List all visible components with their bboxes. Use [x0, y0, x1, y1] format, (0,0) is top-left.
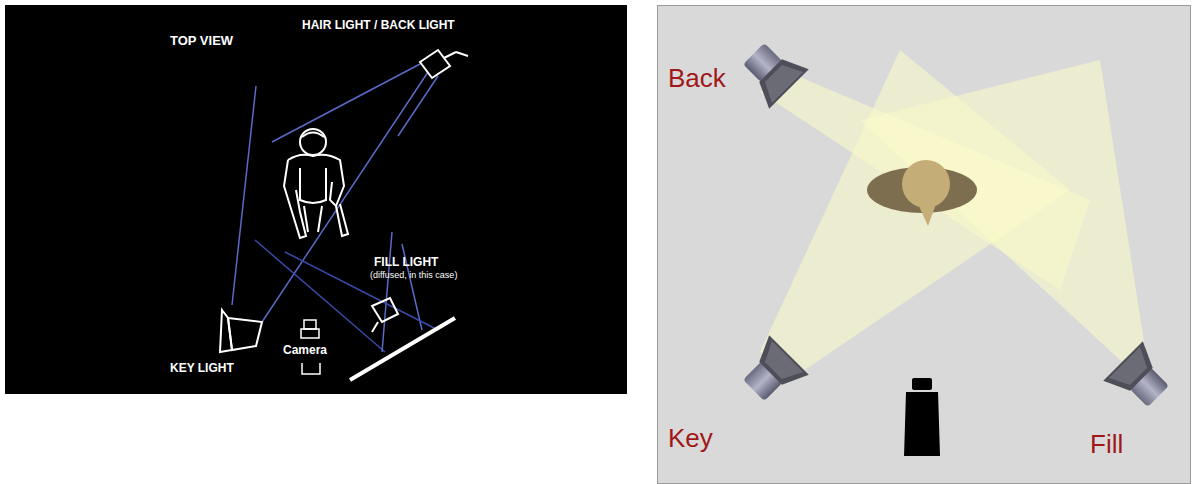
light-label: Fill — [1090, 430, 1123, 459]
head-figure — [867, 160, 977, 226]
light-cones — [760, 50, 1150, 380]
light-label: HAIR LIGHT / BACK LIGHT — [302, 19, 455, 32]
person-figure — [284, 129, 348, 238]
fill-light-symbol — [350, 298, 455, 380]
right-panel — [658, 6, 1191, 484]
light-label: FILL LIGHT — [374, 256, 438, 269]
fill-lamp — [1103, 341, 1178, 416]
light-label: KEY LIGHT — [170, 362, 234, 375]
back-lamp — [734, 34, 809, 109]
light-beams — [232, 64, 438, 352]
left-panel — [5, 5, 627, 394]
note-label: (diffused, in this case) — [370, 271, 457, 281]
key-light-symbol — [220, 310, 262, 352]
camera-label: Camera — [283, 344, 327, 357]
light-label: Back — [668, 64, 726, 93]
camera-silhouette — [904, 378, 940, 456]
key-lamp — [734, 335, 809, 410]
back-light-symbol — [420, 50, 468, 78]
view-title: TOP VIEW — [170, 34, 233, 48]
light-label: Key — [668, 424, 713, 453]
